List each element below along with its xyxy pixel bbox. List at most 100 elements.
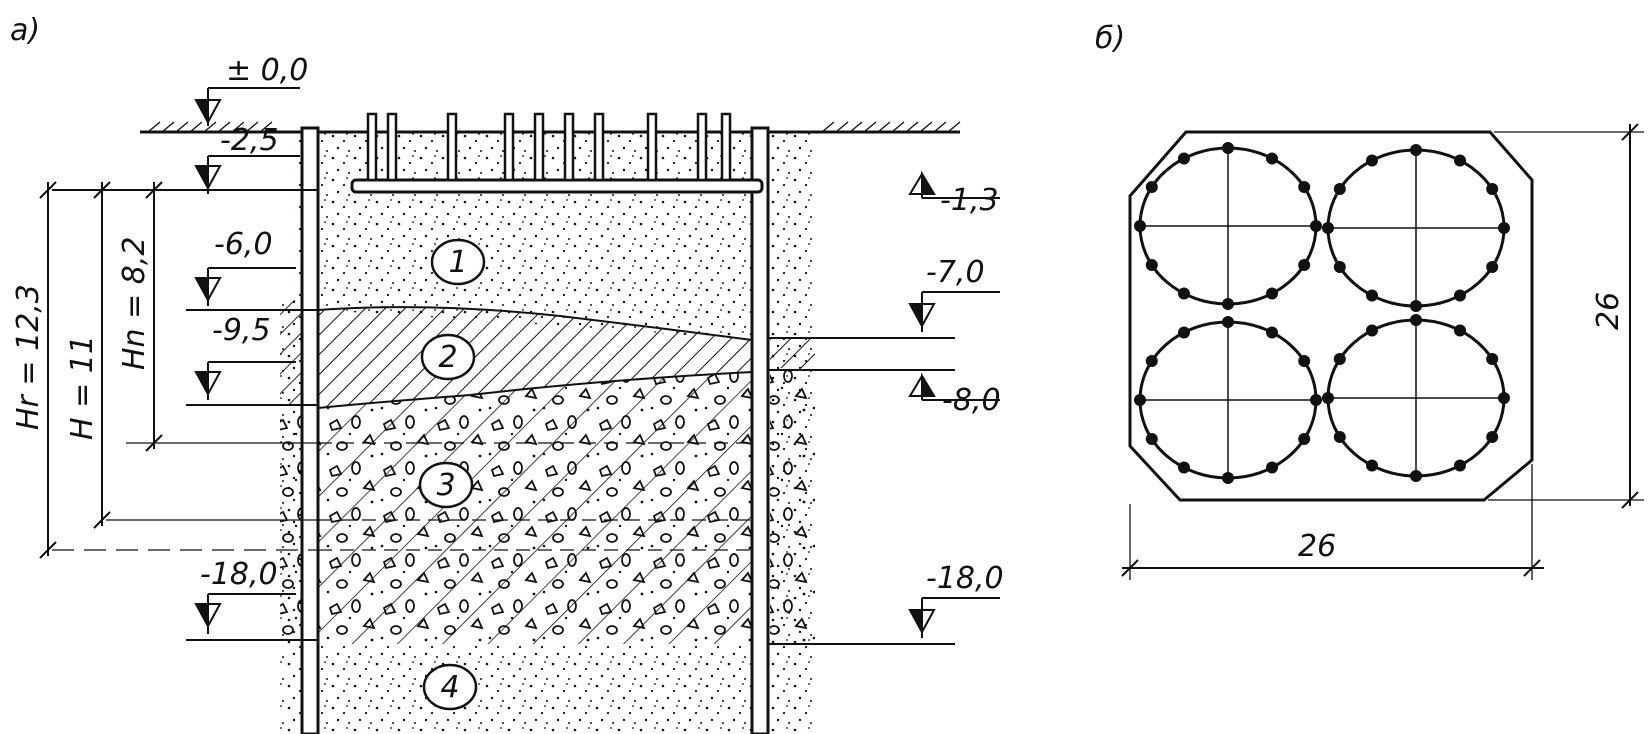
reinforcement-bar	[1222, 472, 1234, 484]
panel-b: б) 26 26	[1095, 21, 1644, 580]
elevation-minus-9-5-label: -9,5	[212, 313, 271, 348]
dimension-hn-label: Hn = 8,2	[117, 237, 152, 371]
elevation-marker-minus-18-left	[194, 593, 296, 634]
reinforcement-bar	[1310, 394, 1322, 406]
reinforcement-bar	[1333, 261, 1346, 273]
reinforcement-bar	[1266, 152, 1278, 165]
reinforcement-bar	[1454, 154, 1466, 167]
panel-a-label: а)	[10, 13, 40, 48]
elevation-minus-18-right-label: -18,0	[926, 561, 1004, 596]
reinforcement-bar	[1266, 287, 1278, 300]
layer-2-marker: 2	[420, 333, 476, 381]
reinforcement-bar	[1266, 326, 1278, 339]
reinforcement-bar	[1333, 183, 1346, 195]
reinforcement-bar	[1298, 355, 1311, 367]
panel-b-label: б)	[1095, 21, 1125, 56]
elevation-marker-minus-18-right	[908, 597, 1000, 638]
layer-4-sand	[318, 644, 752, 734]
elevation-marker-minus-9-5	[194, 361, 296, 400]
clay-outside-right	[770, 338, 815, 368]
dimension-h-label: H = 11	[65, 335, 100, 440]
reinforcement-bar	[1222, 298, 1234, 310]
elevation-marker-minus-6	[194, 267, 296, 306]
elevation-marker-minus-8	[908, 372, 1000, 401]
reinforcement-bar	[1454, 289, 1466, 302]
dimension-height	[1488, 123, 1644, 509]
reinforcement-bar	[1322, 392, 1334, 404]
layer-2-clay	[318, 307, 752, 408]
layer-3-marker: 3	[418, 461, 474, 509]
svg-text:2: 2	[438, 340, 457, 375]
reinforcement-bar	[1366, 459, 1378, 472]
gravel-outside-right	[770, 368, 815, 644]
reinforcement-bar	[1366, 289, 1378, 302]
svg-text:3: 3	[436, 468, 455, 503]
reinforcement-bar	[1498, 222, 1510, 234]
reinforcement-bar	[1134, 220, 1146, 232]
reinforcement-bar	[1486, 353, 1499, 365]
diaphragm-wall-right	[750, 126, 770, 734]
dimension-height-label: 26	[1591, 292, 1626, 330]
reinforcement-bar	[1178, 287, 1190, 300]
reinforcement-bar	[1134, 394, 1146, 406]
pile-cells	[1134, 142, 1510, 484]
elevation-marker-minus-2-5	[194, 155, 300, 194]
reinforcement-bar	[1145, 259, 1158, 271]
reinforcement-bar	[1486, 431, 1499, 443]
ground-hatch	[147, 121, 961, 133]
reinforcement-bar	[1410, 144, 1422, 156]
reinforcement-bar	[1454, 324, 1466, 337]
reinforcement-bar	[1266, 461, 1278, 474]
dimension-hr-label: Hr = 12,3	[11, 284, 46, 430]
reinforcement-bar	[1366, 154, 1378, 167]
reinforcement-bar	[1178, 461, 1190, 474]
reinforcement-bar	[1498, 392, 1510, 404]
svg-text:4: 4	[440, 670, 459, 705]
pile-cell	[1134, 316, 1322, 484]
pile-cell	[1322, 314, 1510, 482]
dimension-width-label: 26	[1298, 529, 1336, 564]
reinforcement-bar	[1454, 459, 1466, 472]
dimension-hn	[145, 181, 163, 452]
reinforcement-bar	[1310, 220, 1322, 232]
reinforcement-bar	[1298, 181, 1311, 193]
elevation-minus-6-label: -6,0	[214, 227, 273, 262]
elevation-minus-1-3-label: -1,3	[940, 183, 999, 218]
reinforcement-bar	[1333, 353, 1346, 365]
reinforcement-bar	[1486, 183, 1499, 195]
reinforcement-bar	[1222, 142, 1234, 154]
reinforcement-bar	[1298, 259, 1311, 271]
elevation-marker-minus-1-3	[908, 170, 1000, 199]
cofferdam-outline	[1128, 130, 1534, 502]
elevation-minus-18-left-label: -18,0	[200, 557, 278, 592]
layer-4-marker: 4	[422, 663, 478, 711]
pile-cell	[1322, 144, 1510, 312]
reinforcement-bar	[1410, 300, 1422, 312]
elevation-marker-minus-7	[908, 291, 1000, 332]
reinforcement-bar	[1178, 152, 1190, 165]
base-slab	[350, 178, 764, 194]
reinforcement-bar	[1145, 355, 1158, 367]
reinforcement-bar	[1298, 433, 1311, 445]
elevation-marker-ground	[194, 87, 300, 126]
elevation-minus-8-label: -8,0	[942, 383, 1001, 418]
elevation-ground-label: ± 0,0	[226, 53, 308, 88]
diaphragm-wall-left	[300, 126, 320, 734]
reinforcement-bar	[1222, 316, 1234, 328]
reinforcement-bar	[1322, 222, 1334, 234]
layer-3-gravel	[318, 372, 752, 644]
reinforcement-bar	[1178, 326, 1190, 339]
reinforcement-bar	[1145, 433, 1158, 445]
elevation-minus-2-5-label: -2,5	[220, 123, 279, 158]
reinforcement-bar	[1145, 181, 1158, 193]
reinforcement-bar	[1410, 470, 1422, 482]
dimension-width	[1121, 464, 1544, 580]
svg-text:1: 1	[448, 245, 467, 280]
reinforcement-bar	[1486, 261, 1499, 273]
columns	[366, 112, 732, 182]
panel-a: а)	[10, 13, 1004, 734]
layer-1-marker: 1	[430, 238, 486, 286]
reinforcement-bar	[1333, 431, 1346, 443]
layer-2-top-boundary	[317, 306, 753, 341]
